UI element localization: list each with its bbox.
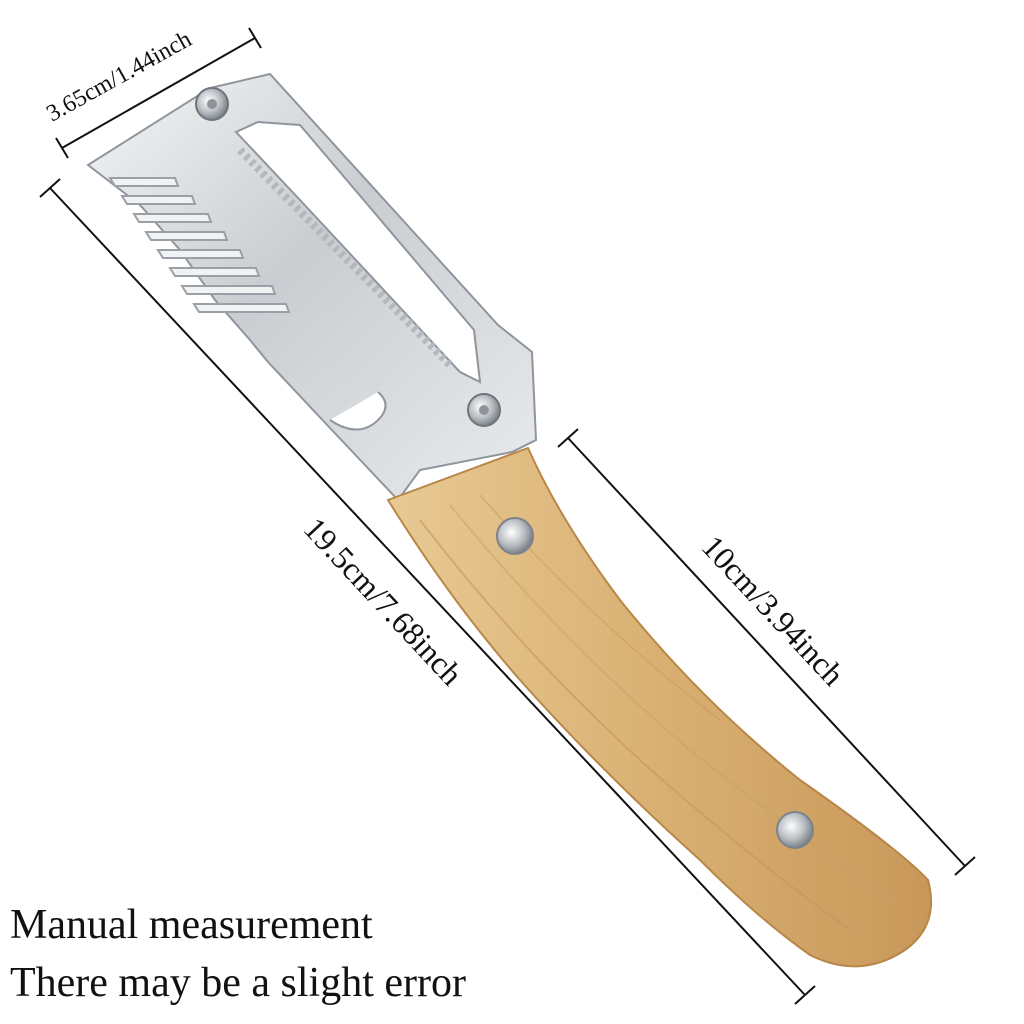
- wooden-handle: [386, 446, 932, 968]
- comb-teeth: [108, 177, 291, 313]
- steel-blade-head: [86, 72, 538, 502]
- dimension-lines: [39, 27, 976, 1005]
- bottle-opener-notch: [329, 391, 387, 431]
- handle-length-dimension-label: 10cm/3.94inch: [695, 528, 852, 692]
- handle-rivets: [496, 517, 814, 849]
- measurement-note-line-2: There may be a slight error: [10, 960, 466, 1006]
- measurement-note-line-1: Manual measurement: [10, 902, 373, 948]
- head-rivets: [195, 87, 501, 427]
